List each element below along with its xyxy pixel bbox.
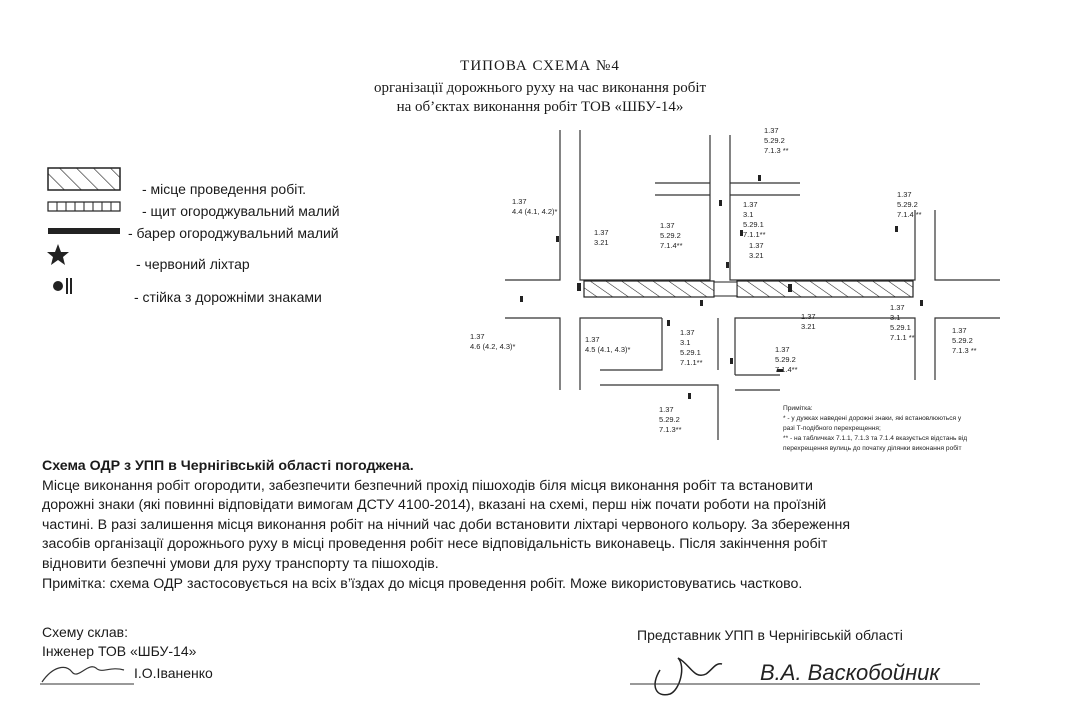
label-center-right-1: 1.37 xyxy=(743,200,758,209)
body-line-5: відновити безпечні умови для руху трансп… xyxy=(42,555,439,572)
label-lower-center-1: 1.37 xyxy=(680,328,695,337)
label-center-right-3: 5.29.1 xyxy=(743,220,764,229)
body-line-3: частині. В разі залишення місця виконанн… xyxy=(42,516,851,533)
label-left-upper-1: 1.37 xyxy=(512,197,527,206)
label-mid-left-1: 1.37 xyxy=(594,228,609,237)
diagram-note-line-3: ** - на табличках 7.1.1, 7.1.3 та 7.1.4 … xyxy=(783,434,967,442)
label-lower-right2-1: 1.37 xyxy=(890,303,905,312)
label-lower-mid-2: 4.5 (4.1, 4.3)* xyxy=(585,345,631,354)
legend-label-barrier: - барер огороджувальний малий xyxy=(128,225,339,241)
page-title: ТИПОВА СХЕМА №4 xyxy=(460,58,620,74)
label-far-right-3: 7.1.3 ** xyxy=(952,346,977,355)
body-line-4: засобів організації дорожнього руху в мі… xyxy=(42,536,828,553)
label-bottom-center-2: 5.29.2 xyxy=(775,355,796,364)
diagram-note-title: Примітка: xyxy=(783,404,813,412)
legend-label-work-area: - місце проведення робіт. xyxy=(142,181,307,197)
label-lower-center-2: 3.1 xyxy=(680,338,690,347)
legend-label-fence-shield: - щит огороджувальний малий xyxy=(142,203,340,219)
label-center-right-lower-1: 1.37 xyxy=(749,241,764,250)
label-center-left-2: 5.29.2 xyxy=(660,231,681,240)
label-left-lower-1: 1.37 xyxy=(470,332,485,341)
label-top-1: 1.37 xyxy=(764,126,779,135)
diagram-note-line-1: * - у дужках наведені дорожні знаки, які… xyxy=(783,414,962,422)
label-top-3: 7.1.3 ** xyxy=(764,146,789,155)
legend-label-red-lantern: - червоний ліхтар xyxy=(136,256,250,272)
work-zone-gap xyxy=(713,281,738,297)
representative-signature: В.А. Васкобойник xyxy=(630,657,980,696)
hatched-rectangle-icon xyxy=(47,167,121,191)
label-lower-right2-3: 5.29.1 xyxy=(890,323,911,332)
representative-title: Представник УПП в Чернігівській області xyxy=(637,627,903,643)
label-bottom-left-2: 5.29.2 xyxy=(659,415,680,424)
approval-heading: Схема ОДР з УПП в Чернігівській області … xyxy=(42,458,414,474)
sign-post-markers xyxy=(520,175,923,399)
label-bottom-left-3: 7.1.3** xyxy=(659,425,682,434)
label-right-upper-3: 7.1.4 ** xyxy=(897,210,922,219)
label-left-lower-2: 4.6 (4.2, 4.3)* xyxy=(470,342,516,351)
legend-icons xyxy=(47,167,121,294)
label-center-right-4: 7.1.1** xyxy=(743,230,766,239)
page-subtitle-2: на об’єктах виконання робіт ТОВ «ШБУ-14» xyxy=(396,99,684,115)
label-bottom-left-1: 1.37 xyxy=(659,405,674,414)
engineer-signature xyxy=(40,666,134,685)
label-lower-right1-2: 3.21 xyxy=(801,322,816,331)
work-zone-right xyxy=(736,280,914,298)
sign-post-icon xyxy=(53,278,72,294)
label-lower-right2-4: 7.1.1 ** xyxy=(890,333,915,342)
label-lower-mid-1: 1.37 xyxy=(585,335,600,344)
label-center-left-3: 7.1.4** xyxy=(660,241,683,250)
label-right-upper-2: 5.29.2 xyxy=(897,200,918,209)
diagram-note-line-4: перехрещення вулиць до початку ділянки в… xyxy=(783,444,962,452)
label-center-left-1: 1.37 xyxy=(660,221,675,230)
page-subtitle-1: організації дорожнього руху на час викон… xyxy=(373,80,707,96)
legend-label-sign-post: - стійка з дорожніми знаками xyxy=(134,289,322,305)
road-outlines xyxy=(505,130,1000,440)
composed-by-label: Схему склав: xyxy=(42,624,128,640)
fence-shield-icon xyxy=(47,201,121,212)
representative-signature-text: В.А. Васкобойник xyxy=(760,660,941,685)
label-left-upper-2: 4.4 (4.1, 4.2)* xyxy=(512,207,558,216)
body-line-1: Місце виконання робіт огородити, забезпе… xyxy=(42,477,813,494)
diagram-note: Примітка: * - у дужках наведені дорожні … xyxy=(783,404,967,452)
label-bottom-center-1: 1.37 xyxy=(775,345,790,354)
label-far-right-2: 5.29.2 xyxy=(952,336,973,345)
red-lantern-icon xyxy=(47,244,69,265)
label-lower-right2-2: 3.1 xyxy=(890,313,900,322)
label-far-right-1: 1.37 xyxy=(952,326,967,335)
label-top-2: 5.29.2 xyxy=(764,136,785,145)
label-bottom-center-3: 7.1.4** xyxy=(775,365,798,374)
approval-text-block: Схема ОДР з УПП в Чернігівській області … xyxy=(42,457,1042,594)
label-lower-right1-1: 1.37 xyxy=(801,312,816,321)
road-diagram: 1.37 5.29.2 7.1.3 ** 1.37 4.4 (4.1, 4.2)… xyxy=(470,126,1000,452)
diagram-note-line-2: разі Т-подібного перехрещення; xyxy=(783,424,881,432)
label-mid-left-2: 3.21 xyxy=(594,238,609,247)
barrier-icon xyxy=(48,228,120,234)
label-center-right-2: 3.1 xyxy=(743,210,753,219)
engineer-position: Інженер ТОВ «ШБУ-14» xyxy=(42,643,197,659)
body-line-2: дорожні знаки (які повинні відповідати в… xyxy=(42,497,827,514)
work-zone-left xyxy=(583,280,715,298)
body-note: Примітка: схема ОДР застосовується на вс… xyxy=(42,575,803,592)
label-right-upper-1: 1.37 xyxy=(897,190,912,199)
engineer-name: І.О.Іваненко xyxy=(134,665,213,681)
label-center-right-lower-2: 3.21 xyxy=(749,251,764,260)
label-lower-center-4: 7.1.1** xyxy=(680,358,703,367)
label-lower-center-3: 5.29.1 xyxy=(680,348,701,357)
